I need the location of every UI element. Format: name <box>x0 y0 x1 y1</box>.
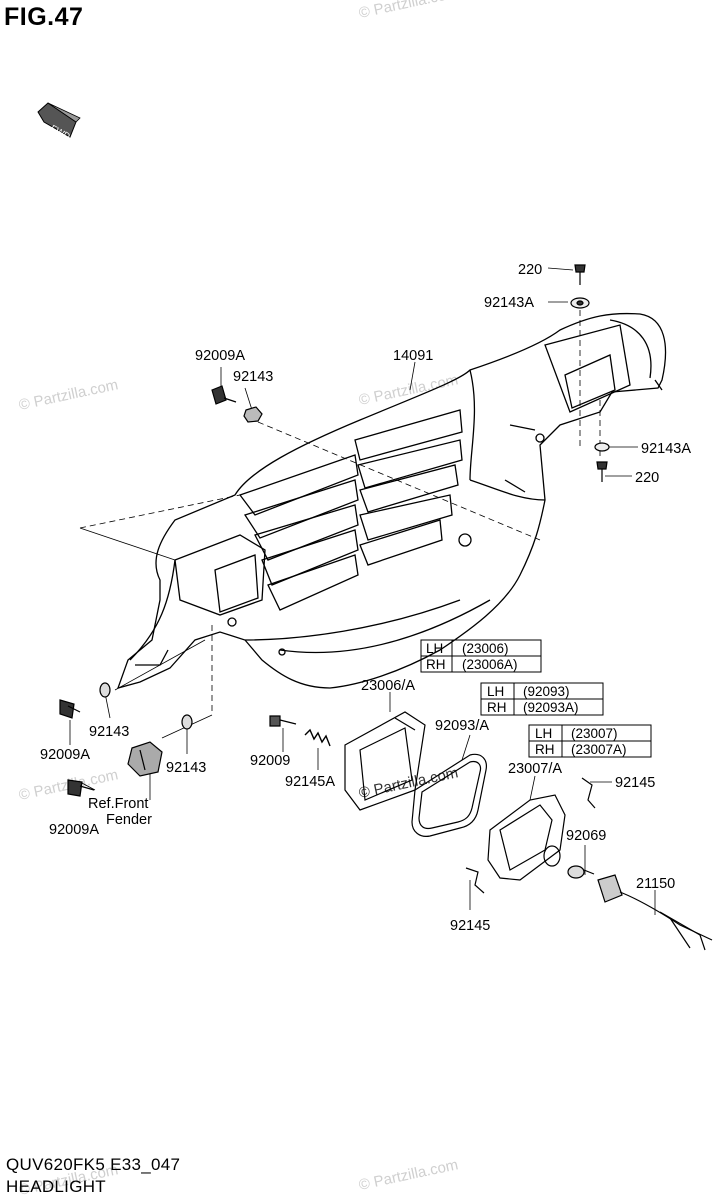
watermark: © Partzilla.com <box>17 376 119 414</box>
footer-model-code: QUV620FK5 E33_047 <box>6 1155 181 1174</box>
label-23007: 23007/A <box>508 761 562 777</box>
lh-rh-table-23006: LH (23006) RH (23006A) <box>420 639 542 673</box>
watermark: © Partzilla.com <box>357 371 459 409</box>
label-220-right: 220 <box>635 470 659 486</box>
label-92143-mid: 92143 <box>166 760 206 776</box>
bolt-92009A-top-icon <box>211 385 237 405</box>
label-220-top: 220 <box>518 262 542 278</box>
clip-92145-bottom-icon <box>465 867 485 894</box>
label-23006: 23006/A <box>361 678 415 694</box>
front-fender-bracket-icon <box>127 741 163 777</box>
table-cell: (23007A) <box>571 742 627 757</box>
table-cell: (23006A) <box>462 657 518 672</box>
table-cell: LH <box>426 641 443 656</box>
washer-92143-mid-icon <box>181 714 193 730</box>
footer-section-name: HEADLIGHT <box>6 1177 106 1196</box>
label-92145A: 92145A <box>285 774 335 790</box>
watermark-layer: © Partzilla.com © Partzilla.com © Partzi… <box>17 0 459 1199</box>
spring-92145A-icon <box>304 728 331 747</box>
bolt-92009A-left-icon <box>59 699 81 719</box>
label-92009A-top: 92009A <box>195 348 245 364</box>
table-cell: (92093) <box>523 684 570 699</box>
washer-92143A-right-icon <box>594 442 610 452</box>
table-cell: (92093A) <box>523 700 579 715</box>
table-cell: (23006) <box>462 641 509 656</box>
label-21150: 21150 <box>636 876 675 892</box>
clip-92145-right-icon <box>581 777 596 809</box>
label-92009A-bottom: 92009A <box>49 822 99 838</box>
label-92143-left: 92143 <box>89 724 129 740</box>
label-92143A-top: 92143A <box>484 295 534 311</box>
label-92145-right: 92145 <box>615 775 655 791</box>
figure-title: FIG.47 <box>4 3 84 31</box>
label-92143A-right: 92143A <box>641 441 691 457</box>
washer-92143-left-icon <box>99 682 111 698</box>
label-92143-top: 92143 <box>233 369 273 385</box>
washer-92143A-top-icon <box>570 297 590 309</box>
bolt-220-top-icon <box>574 264 586 285</box>
label-92009A-left: 92009A <box>40 747 90 763</box>
table-cell: RH <box>535 742 555 757</box>
label-92145-bottom: 92145 <box>450 918 490 934</box>
table-cell: RH <box>426 657 446 672</box>
bolt-92009A-bottom-icon <box>67 779 95 797</box>
table-cell: (23007) <box>571 726 618 741</box>
headlight-unit-23007-icon <box>487 794 566 881</box>
bulb-92069-icon <box>567 865 595 879</box>
bolt-220-right-icon <box>596 461 608 482</box>
label-92009: 92009 <box>250 753 290 769</box>
watermark: © Partzilla.com <box>357 1156 459 1194</box>
watermark: © Partzilla.com <box>357 0 459 22</box>
socket-21150-icon <box>597 874 713 951</box>
table-cell: LH <box>487 684 504 699</box>
front-cover-14091 <box>116 312 667 689</box>
bolt-92009-icon <box>269 715 297 727</box>
label-92093: 92093/A <box>435 718 489 734</box>
gasket-92093-icon <box>411 753 487 837</box>
lh-rh-table-92093: LH (92093) RH (92093A) <box>480 682 604 716</box>
label-92069: 92069 <box>566 828 606 844</box>
label-ref-fender: Fender <box>106 812 152 828</box>
label-ref-front: Ref.Front <box>88 796 148 812</box>
hardware-parts <box>59 264 713 951</box>
nut-92143-top-icon <box>243 406 263 423</box>
leader-lines <box>69 267 656 915</box>
label-14091: 14091 <box>393 348 433 364</box>
fwd-arrow-icon: FWD <box>37 102 81 142</box>
table-cell: RH <box>487 700 507 715</box>
part-labels: 220 92143A 14091 92009A 92143 92143A 220… <box>40 262 691 934</box>
table-cell: LH <box>535 726 552 741</box>
lh-rh-table-23007: LH (23007) RH (23007A) <box>528 724 652 758</box>
